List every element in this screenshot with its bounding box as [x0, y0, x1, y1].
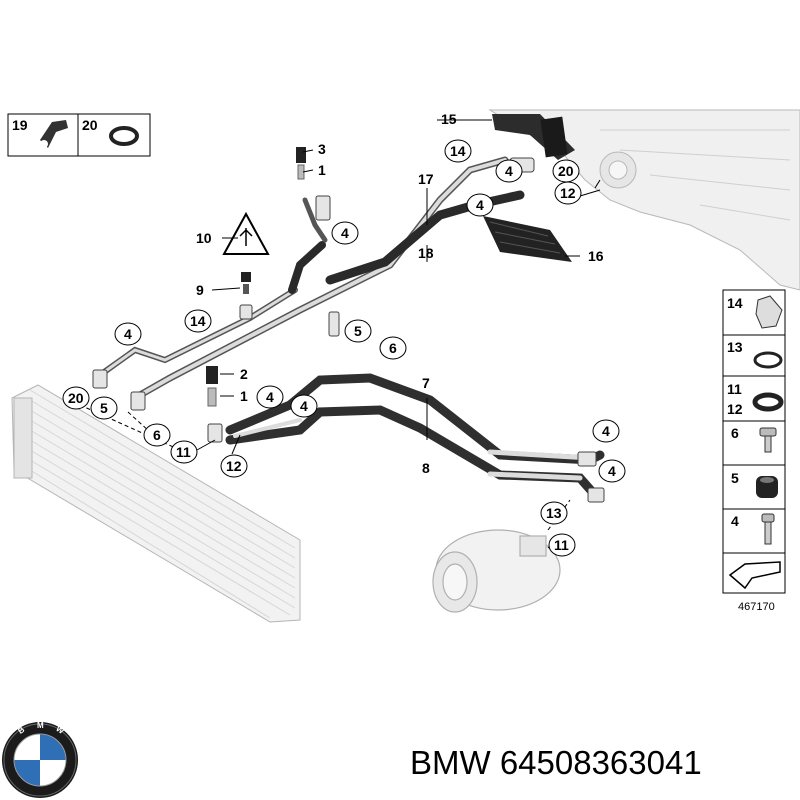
- callout-12-bottom: 12: [226, 458, 242, 474]
- callout-8: 8: [422, 460, 430, 476]
- legend-side-num-6: 4: [731, 513, 739, 529]
- callout-4-c: 4: [476, 197, 484, 213]
- callout-1-top: 1: [318, 162, 326, 178]
- part-number-caption: BMW 64508363041: [410, 744, 702, 781]
- legend-side-num-2: 11: [727, 381, 742, 397]
- legend-top-num-1: 20: [82, 117, 98, 133]
- insulation-block: [483, 216, 572, 262]
- callout-14-top: 14: [450, 143, 466, 159]
- legend-side-num-0: 14: [727, 295, 743, 311]
- legend-top: 19 20: [7, 113, 151, 157]
- callout-11-left: 11: [176, 444, 191, 460]
- callout-12-top: 12: [560, 185, 576, 201]
- svg-text:M: M: [37, 721, 44, 730]
- callout-10: 10: [196, 230, 212, 246]
- callout-17: 17: [418, 171, 434, 187]
- gasket-icon: [752, 392, 784, 412]
- callout-9: 9: [196, 282, 204, 298]
- callout-4-a: 4: [341, 225, 349, 241]
- callout-13: 13: [546, 505, 562, 521]
- callout-20-top: 20: [558, 163, 574, 179]
- legend-side-num-5: 5: [731, 470, 739, 486]
- callout-5-a: 5: [354, 323, 362, 339]
- fittings: [92, 157, 605, 503]
- callout-6-a: 6: [389, 340, 397, 356]
- callout-4-g: 4: [602, 423, 610, 439]
- compressor: [432, 529, 561, 613]
- legend-side-num-3: 12: [727, 401, 743, 417]
- callout-1-bottom: 1: [240, 388, 248, 404]
- circled-callouts: [62, 139, 626, 557]
- callout-15: 15: [441, 111, 457, 127]
- callout-3: 3: [318, 141, 326, 157]
- callout-18: 18: [418, 245, 434, 261]
- callout-6-b: 6: [153, 427, 161, 443]
- svg-text:W: W: [54, 724, 66, 736]
- arrow-direction-icon: [728, 561, 781, 590]
- legend-side: 14 13 11 12 6 5 4: [722, 289, 786, 594]
- callout-14-left: 14: [190, 313, 206, 329]
- clip-icon: [755, 295, 783, 329]
- warning-triangle-icon: [222, 211, 270, 255]
- refrigerant-lines: [97, 156, 605, 500]
- valve-caps: [206, 147, 306, 407]
- callout-7: 7: [422, 375, 430, 391]
- screw-icon: [759, 427, 777, 453]
- diagram-number: 467170: [738, 601, 775, 613]
- bolt-icon: [761, 513, 775, 545]
- evaporator-housing: [488, 109, 800, 291]
- callout-20-left: 20: [68, 390, 84, 406]
- legend-side-num-1: 13: [727, 339, 743, 355]
- o-ring-icon: [109, 126, 139, 146]
- callout-4-b: 4: [505, 163, 513, 179]
- legend-side-num-4: 6: [731, 425, 739, 441]
- callout-4-e: 4: [266, 389, 274, 405]
- callout-5-b: 5: [100, 400, 108, 416]
- grommet-icon: [756, 476, 778, 498]
- condenser: [11, 384, 301, 623]
- callout-4-f: 4: [300, 398, 308, 414]
- callout-2: 2: [240, 366, 248, 382]
- callout-16: 16: [588, 248, 604, 264]
- flange-bracket: [492, 114, 575, 160]
- callout-11-bottom: 11: [554, 537, 569, 553]
- seal-ring-icon: [753, 351, 783, 369]
- legend-top-num-0: 19: [12, 117, 28, 133]
- callout-4-h: 4: [608, 463, 616, 479]
- callout-4-d: 4: [124, 326, 132, 342]
- bracket-icon: [40, 120, 68, 148]
- svg-text:B: B: [16, 725, 26, 736]
- bmw-logo: B M W: [2, 721, 78, 798]
